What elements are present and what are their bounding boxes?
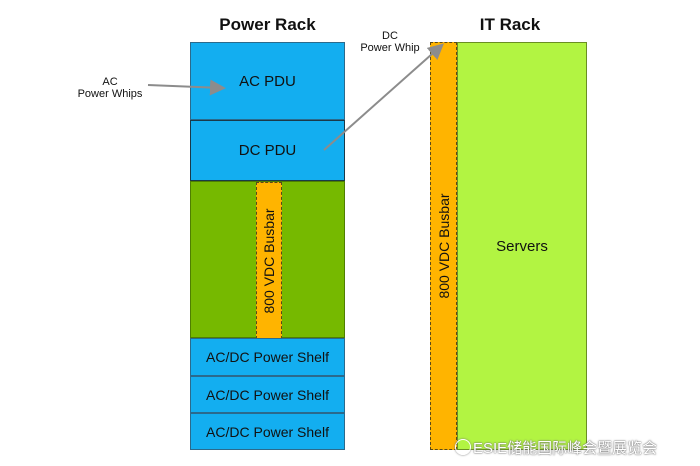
ac-power-whips-line1: AC bbox=[102, 76, 118, 88]
power-rack-title: Power Rack bbox=[219, 15, 316, 34]
it-rack-busbar: 800 VDC Busbar bbox=[430, 42, 457, 450]
power-distribution-section: 800 VDC Busbar bbox=[190, 181, 345, 339]
power-shelf-label: AC/DC Power Shelf bbox=[206, 349, 329, 365]
power-shelf-1: AC/DC Power Shelf bbox=[190, 338, 345, 376]
watermark: ESIE储能国际峰会暨展览会 bbox=[455, 437, 657, 458]
ac-power-whips-line2: Power Whips bbox=[77, 88, 143, 100]
power-rack-busbar: 800 VDC Busbar bbox=[256, 182, 282, 339]
ac-power-whip-arrow bbox=[147, 79, 226, 96]
power-shelf-label: AC/DC Power Shelf bbox=[206, 386, 329, 403]
dc-power-whip-label: DC Power Whip bbox=[345, 30, 435, 54]
servers-label: Servers bbox=[496, 237, 548, 255]
ac-power-whips-label: AC Power Whips bbox=[62, 76, 158, 100]
watermark-icon bbox=[455, 439, 471, 455]
dc-power-whip-line1: DC bbox=[382, 30, 398, 42]
watermark-text: ESIE储能国际峰会暨展览会 bbox=[473, 440, 658, 457]
dc-power-whip-line2: Power Whip bbox=[360, 42, 420, 54]
power-rack: AC PDU DC PDU 800 VDC Busbar AC/DC Power… bbox=[190, 42, 345, 450]
dc-pdu-label: DC PDU bbox=[238, 142, 297, 159]
dc-pdu-block: DC PDU bbox=[190, 120, 345, 181]
ac-pdu-label: AC PDU bbox=[239, 72, 296, 90]
power-shelf-label: AC/DC Power Shelf bbox=[206, 423, 329, 440]
servers-block: Servers bbox=[457, 42, 587, 450]
it-rack-title: IT Rack bbox=[479, 15, 541, 34]
power-shelf-2: AC/DC Power Shelf bbox=[190, 376, 345, 413]
power-shelf-3: AC/DC Power Shelf bbox=[190, 413, 345, 450]
dc-power-whip-arrow bbox=[323, 43, 444, 151]
it-rack: 800 VDC Busbar Servers bbox=[430, 42, 587, 450]
